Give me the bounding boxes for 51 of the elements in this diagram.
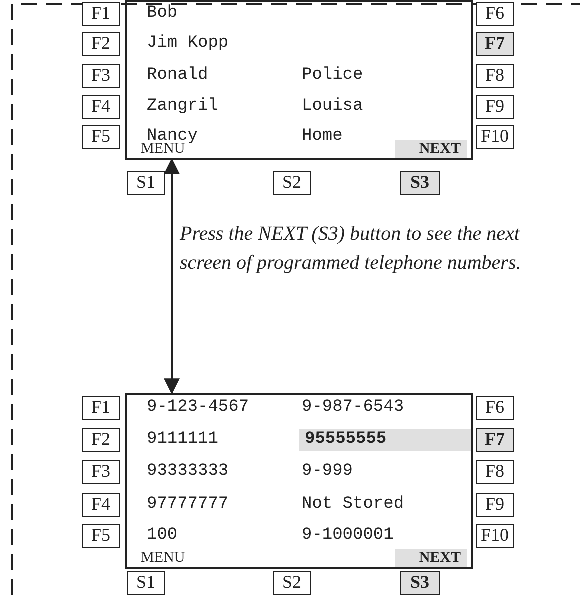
function-key: F10 xyxy=(476,125,514,149)
directory-entry: Police xyxy=(302,65,364,87)
function-key: F6 xyxy=(476,2,514,26)
highlighted-entry: 95555555 xyxy=(299,429,471,451)
double-arrow xyxy=(164,158,180,395)
soft-key: S2 xyxy=(273,171,311,195)
function-key: F3 xyxy=(82,64,120,88)
highlighted-softkey-label: NEXT xyxy=(395,549,467,567)
function-key: F9 xyxy=(476,493,514,517)
directory-entry: 9111111 xyxy=(147,429,218,451)
edge-label: Press the NEXT (S3) button to see the next screen of programmed telephone numbers. xyxy=(180,222,522,276)
soft-key: S1 xyxy=(127,571,165,595)
highlighted-soft-key: S3 xyxy=(400,571,440,595)
softkey-label: MENU xyxy=(141,141,186,158)
function-key: F4 xyxy=(82,493,120,517)
directory-entry: Ronald xyxy=(147,65,208,87)
function-key: F8 xyxy=(476,460,514,484)
display-screen xyxy=(125,393,473,569)
function-key: F3 xyxy=(82,460,120,484)
directory-entry: Zangril xyxy=(147,96,218,118)
function-key: F5 xyxy=(82,125,120,149)
softkey-label: MENU xyxy=(141,549,186,567)
directory-entry: 9-999 xyxy=(302,461,354,483)
display-screen xyxy=(125,0,473,160)
function-key: F6 xyxy=(476,396,514,420)
function-key: F8 xyxy=(476,64,514,88)
directory-entry: 100 xyxy=(147,525,178,547)
function-key: F2 xyxy=(82,428,120,452)
function-key: F10 xyxy=(476,524,514,548)
directory-entry: Jim Kopp xyxy=(147,33,229,55)
function-key: F9 xyxy=(476,95,514,119)
directory-entry: 93333333 xyxy=(147,461,229,483)
directory-entry: 9-123-4567 xyxy=(147,397,250,419)
highlighted-soft-key: S3 xyxy=(400,171,440,195)
function-key: F1 xyxy=(82,396,120,420)
highlighted-function-key: F7 xyxy=(476,428,514,452)
soft-key: S2 xyxy=(273,571,311,595)
directory-entry: Louisa xyxy=(302,96,364,118)
directory-entry: 9-1000001 xyxy=(302,525,394,547)
function-key: F4 xyxy=(82,95,120,119)
directory-entry: Home xyxy=(302,126,343,148)
function-key: F2 xyxy=(82,32,120,56)
function-key: F1 xyxy=(82,2,120,26)
soft-key: S1 xyxy=(127,171,165,195)
directory-entry: Not Stored xyxy=(302,494,404,516)
directory-entry: 97777777 xyxy=(147,494,229,516)
highlighted-softkey-label: NEXT xyxy=(395,140,467,158)
directory-entry: 9-987-6543 xyxy=(302,397,404,419)
function-key: F5 xyxy=(82,524,120,548)
highlighted-function-key: F7 xyxy=(476,32,514,56)
directory-entry: Bob xyxy=(147,3,178,25)
